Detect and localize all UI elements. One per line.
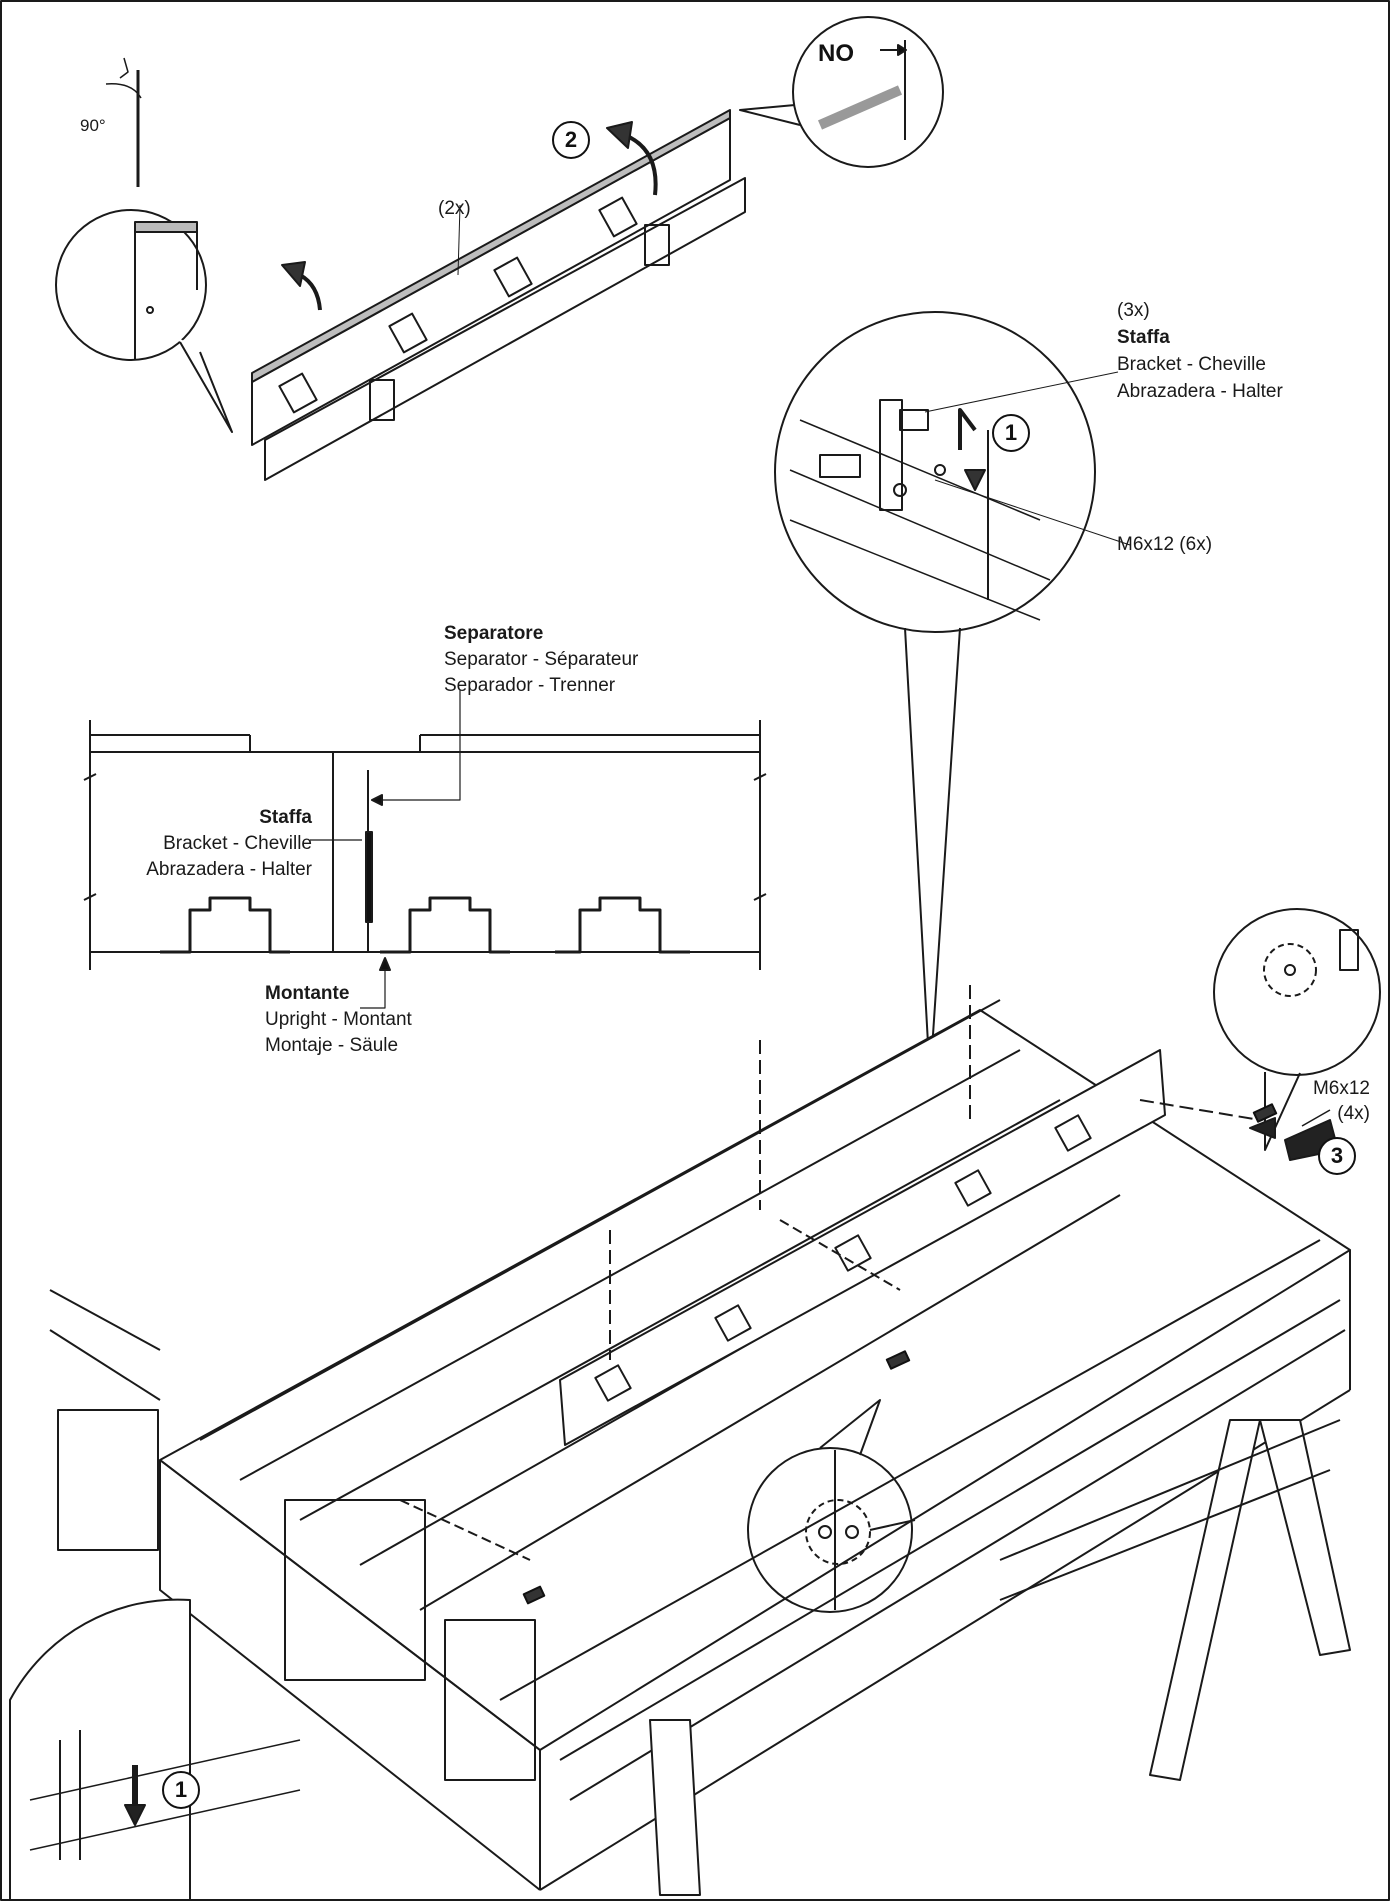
bracket-side-callout: Staffa Bracket - Cheville Abrazadera - H… bbox=[146, 806, 312, 881]
angle-label: 90° bbox=[80, 116, 106, 135]
separator-panel-top bbox=[251, 109, 746, 481]
detail-circle-left bbox=[55, 209, 233, 433]
screw-side-name: M6x12 bbox=[1312, 1078, 1370, 1099]
detail-circle-screws-bottom bbox=[747, 1399, 916, 1613]
step-3-marker: 3 bbox=[1318, 1137, 1356, 1175]
bracket-side-title: Staffa bbox=[259, 807, 312, 828]
section-diagram bbox=[83, 690, 767, 1009]
step-1-bottom-marker: 1 bbox=[162, 1771, 200, 1809]
screw-side-count: (4x) bbox=[1337, 1103, 1370, 1124]
separator-line1: Separator - Séparateur bbox=[444, 649, 639, 670]
bracket-top-line1: Bracket - Cheville bbox=[1117, 354, 1266, 375]
detail-circle-bracket-bottom bbox=[9, 1598, 301, 1901]
separator-callout: Separatore Separator - Séparateur Separa… bbox=[444, 622, 638, 697]
detail-circle-bracket bbox=[774, 311, 1096, 1081]
upright-line2: Montaje - Säule bbox=[265, 1035, 399, 1056]
panel-count-label: (2x) bbox=[438, 198, 471, 219]
step-2-marker: 2 bbox=[552, 121, 590, 159]
main-assembly bbox=[49, 985, 1351, 1891]
separator-title: Separatore bbox=[444, 623, 544, 644]
upright-callout: Montante Upright - Montant Montaje - Säu… bbox=[265, 982, 412, 1057]
screw-side-callout: M6x12 (4x) bbox=[1313, 1077, 1370, 1125]
bracket-top-title: Staffa bbox=[1117, 327, 1170, 348]
detail-circle-no bbox=[739, 16, 944, 168]
bracket-top-callout: (3x) Staffa Bracket - Cheville Abrazader… bbox=[1117, 299, 1283, 403]
trestle bbox=[649, 1419, 1351, 1896]
upright-title: Montante bbox=[265, 983, 350, 1004]
separator-line2: Separador - Trenner bbox=[444, 675, 616, 696]
upright-line1: Upright - Montant bbox=[265, 1009, 412, 1030]
bracket-side-line1: Bracket - Cheville bbox=[163, 833, 312, 854]
no-label: NO bbox=[818, 40, 854, 67]
step-1-top-marker: 1 bbox=[992, 414, 1030, 452]
bracket-top-count: (3x) bbox=[1117, 300, 1150, 321]
screws-main bbox=[522, 1103, 1278, 1605]
bracket-top-line2: Abrazadera - Halter bbox=[1117, 381, 1283, 402]
bracket-side-line2: Abrazadera - Halter bbox=[146, 859, 312, 880]
screw-top-label: M6x12 (6x) bbox=[1117, 534, 1213, 555]
angle-detail bbox=[105, 57, 142, 187]
